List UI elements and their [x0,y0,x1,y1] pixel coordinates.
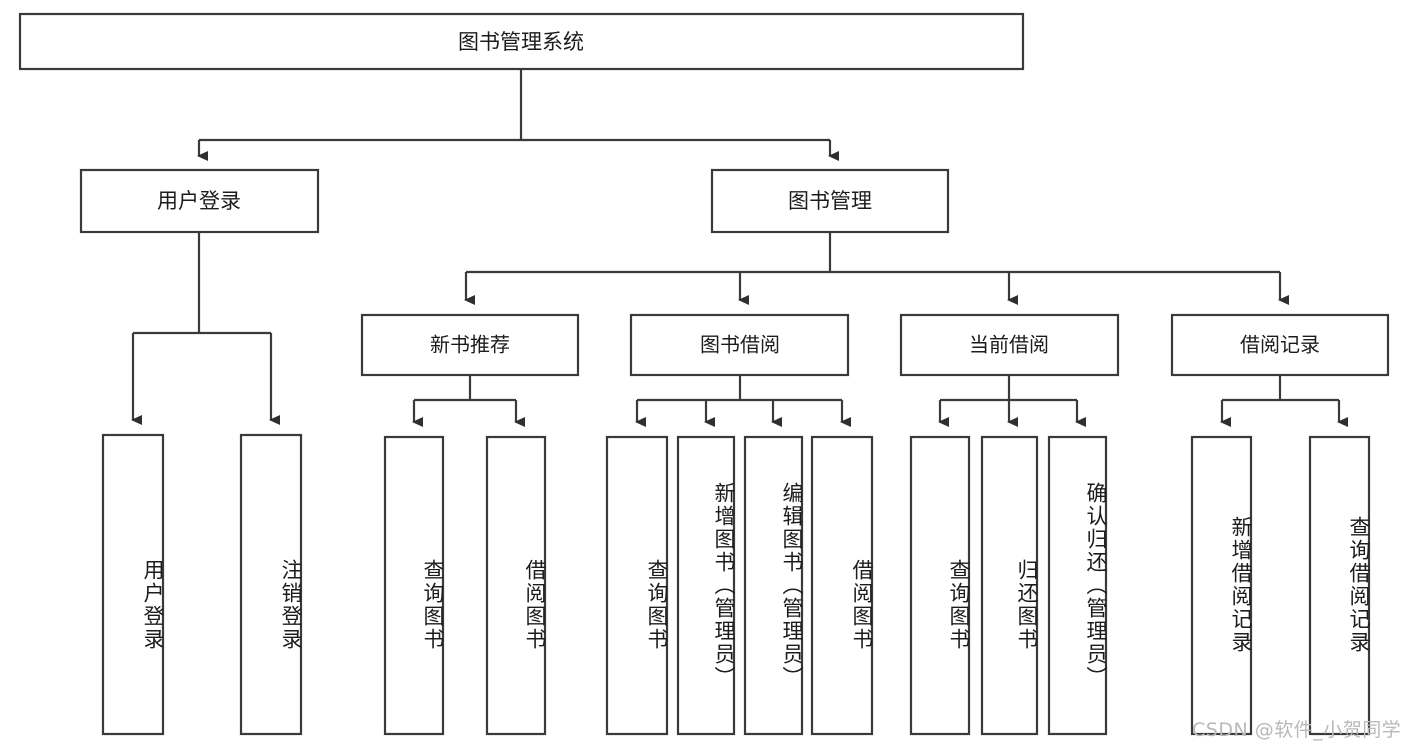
leaf-add-book-box[interactable] [676,435,736,736]
node-root[interactable]: 图书管理系统 [18,12,1025,71]
connectors-book-manage-to-level3 [464,232,1289,305]
connectors-book-borrow-to-leaves [635,375,851,427]
leaf-confirm-return-box[interactable] [1047,435,1108,736]
node-user-login-box[interactable] [79,168,320,234]
node-current-borrow[interactable]: 当前借阅 [899,313,1120,377]
connectors-current-borrow-to-leaves [938,375,1086,427]
node-borrow-record-label: 借阅记录 [1240,333,1320,357]
node-book-manage-box[interactable] [710,168,950,234]
connectors-new-book-recommend-to-leaves [412,375,525,427]
connectors-root-to-level2 [197,69,839,161]
node-new-book-recommend[interactable]: 新书推荐 [360,313,580,377]
leaf-boxes [101,433,1371,736]
leaf-query-record-box[interactable] [1308,435,1371,736]
leaf-user-login-box[interactable] [101,433,165,736]
leaf-query-book-3-box[interactable] [909,435,971,736]
leaf-query-book-1-box[interactable] [383,435,445,736]
node-book-borrow-box[interactable] [629,313,850,377]
node-book-borrow[interactable]: 图书借阅 [629,313,850,377]
leaf-borrow-book-2-box[interactable] [810,435,874,736]
leaf-add-record-box[interactable] [1190,435,1253,736]
leaf-edit-book-box[interactable] [743,435,804,736]
leaf-logout-box[interactable] [239,433,303,736]
node-current-borrow-label: 当前借阅 [969,333,1049,357]
node-root-box[interactable] [18,12,1025,71]
node-root-label: 图书管理系统 [458,30,584,54]
node-current-borrow-box[interactable] [899,313,1120,377]
node-new-book-recommend-label: 新书推荐 [430,333,510,357]
csdn-watermark: CSDN @软件_小贺同学 [1192,719,1402,741]
node-book-manage-label: 图书管理 [788,189,872,213]
node-user-login-label: 用户登录 [157,189,241,213]
leaf-return-book-box[interactable] [980,435,1039,736]
node-borrow-record-box[interactable] [1170,313,1390,377]
node-borrow-record[interactable]: 借阅记录 [1170,313,1390,377]
node-book-borrow-label: 图书借阅 [700,333,780,357]
node-book-manage[interactable]: 图书管理 [710,168,950,234]
leaf-borrow-book-1-box[interactable] [485,435,547,736]
connectors-borrow-record-to-leaves [1220,375,1348,427]
connectors-user-login-to-leaves [131,232,280,425]
node-new-book-recommend-box[interactable] [360,313,580,377]
node-user-login[interactable]: 用户登录 [79,168,320,234]
leaf-query-book-2-box[interactable] [605,435,669,736]
